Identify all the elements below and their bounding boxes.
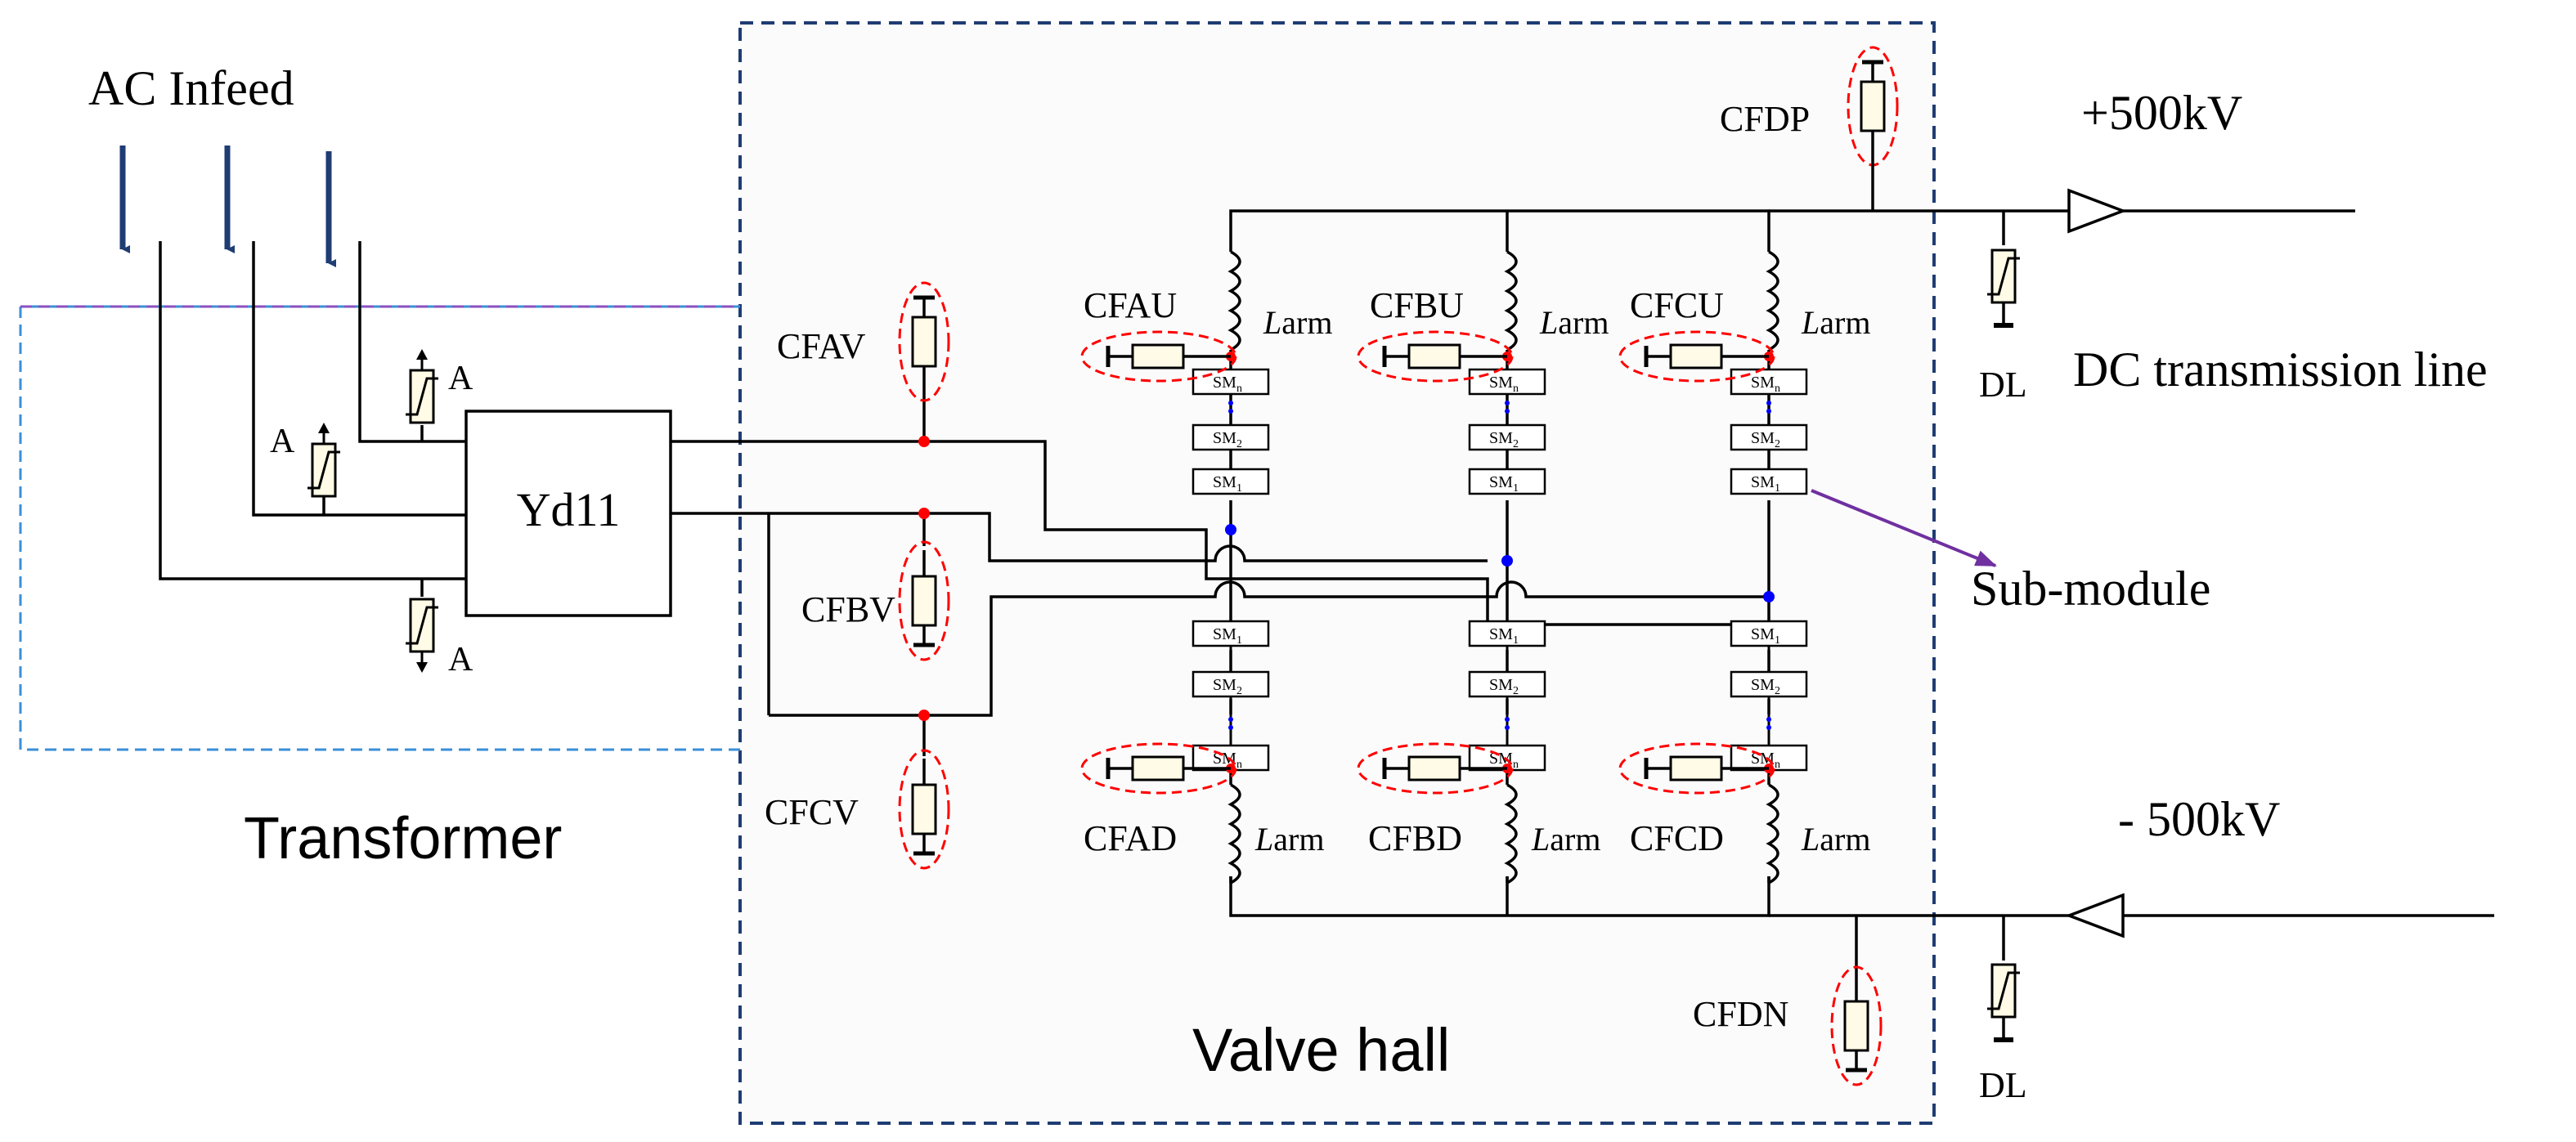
- fault-cfdp[interactable]: [1847, 46, 1899, 168]
- submodule-box-label: SM1: [1489, 625, 1519, 647]
- larm-label-bd: Larm: [1531, 821, 1600, 858]
- dc-buses: [1229, 168, 2494, 977]
- submodule-box-label: SM1: [1751, 625, 1780, 647]
- neg-line-marker: [2065, 893, 2125, 938]
- ac-wires: [159, 241, 466, 597]
- pos-line-marker: [2067, 188, 2127, 234]
- submodule-box-label: SM2: [1213, 676, 1242, 697]
- arrester-a-1: [406, 349, 438, 424]
- transformer-label: Transformer: [244, 806, 562, 871]
- arrester-dl-pos: [1987, 249, 2020, 328]
- submodule-box: SM1: [1192, 468, 1270, 495]
- submodule-box-label: SMn: [1489, 374, 1519, 395]
- fault-cfdn[interactable]: [1830, 965, 1883, 1086]
- submodule-box: SMn: [1730, 368, 1808, 396]
- submodule-box: SM2: [1192, 423, 1270, 451]
- larm-labels: Larm Larm Larm Larm Larm Larm: [1254, 304, 1870, 858]
- submodule-box-label: SM2: [1489, 676, 1519, 697]
- fault-cfbv-label: CFBV: [801, 589, 895, 629]
- arm-faults: [1080, 330, 1775, 795]
- pos-voltage-label: +500kV: [2081, 86, 2242, 140]
- fault-cfcu-label: CFCU: [1630, 285, 1724, 325]
- fault-cfbd[interactable]: [1357, 742, 1514, 795]
- submodule-box: SM2: [1192, 670, 1270, 698]
- fault-cfcv[interactable]: [898, 749, 950, 870]
- fault-cfbu[interactable]: [1357, 330, 1514, 383]
- fault-cfcv-label: CFCV: [765, 792, 859, 832]
- arrester-a-1-label: A: [448, 360, 473, 397]
- valve-hall-label: Valve hall: [1192, 1016, 1450, 1084]
- submodules: SMnSM2SM1SM1SM2SMnSMnSM2SM1SM1SM2SMnSMnS…: [1192, 368, 1808, 772]
- fault-cfau[interactable]: [1080, 330, 1237, 383]
- fault-cfbu-label: CFBU: [1370, 285, 1464, 325]
- submodule-box: SM1: [1730, 468, 1808, 495]
- submodule-box-label: SM1: [1751, 473, 1780, 495]
- submodule-box: SM2: [1468, 423, 1546, 451]
- fault-cfad[interactable]: [1080, 742, 1237, 795]
- submodule-box: SM1: [1468, 468, 1546, 495]
- larm-label-ad: Larm: [1254, 821, 1324, 858]
- submodule-box: SM2: [1730, 423, 1808, 451]
- fault-cfcd-label: CFCD: [1630, 818, 1724, 858]
- fault-cfau-label: CFAU: [1084, 285, 1177, 325]
- fault-cfav-label: CFAV: [777, 326, 866, 366]
- submodule-box-label: SM1: [1489, 473, 1519, 495]
- larm-label-cd: Larm: [1801, 821, 1870, 858]
- neg-voltage-label: - 500kV: [2118, 792, 2280, 846]
- submodule-box: SM2: [1468, 670, 1546, 698]
- ac-infeed-label: AC Infeed: [88, 61, 294, 115]
- valve-hall-box: [738, 21, 1936, 1125]
- submodule-box-label: SM2: [1751, 676, 1780, 697]
- larm-label-au: Larm: [1263, 304, 1332, 341]
- fault-cfdp-label: CFDP: [1720, 99, 1810, 139]
- arrester-a-2-label: A: [270, 423, 295, 460]
- arrester-dl-pos-label: DL: [1979, 365, 2027, 405]
- fault-cfad-label: CFAD: [1084, 818, 1177, 858]
- submodule-box: SMn: [1192, 368, 1270, 396]
- arrester-dl-neg: [1987, 963, 2020, 1042]
- submodule-box: SM1: [1192, 620, 1270, 647]
- arrester-a-3: [406, 598, 438, 673]
- submodule-box-label: SM1: [1213, 473, 1242, 495]
- larm-label-bu: Larm: [1539, 304, 1609, 341]
- ac-infeed-arrows: [119, 146, 336, 267]
- dc-line-label: DC transmission line: [2073, 343, 2488, 396]
- arrester-dl-neg-label: DL: [1979, 1065, 2027, 1105]
- submodule-box: SM1: [1468, 620, 1546, 647]
- transformer-name: Yd11: [517, 483, 621, 536]
- fault-cfcu[interactable]: [1618, 330, 1775, 383]
- submodule-box: SM2: [1730, 670, 1808, 698]
- arrester-a-3-label: A: [448, 641, 473, 678]
- submodule-pointer: [1811, 489, 1997, 567]
- submodule-box-label: SMn: [1213, 374, 1242, 395]
- larm-label-cu: Larm: [1801, 304, 1870, 341]
- submodule-box-label: SM2: [1751, 429, 1780, 450]
- submodule-box-label: SM2: [1489, 429, 1519, 450]
- submodule-box-label: SM2: [1213, 429, 1242, 450]
- submodule-box-label: SMn: [1751, 374, 1780, 395]
- fault-cfcd[interactable]: [1618, 742, 1775, 795]
- submodule-box: SM1: [1730, 620, 1808, 647]
- arrester-a-2: [307, 423, 340, 498]
- submodule-label: Sub-module: [1971, 562, 2210, 616]
- sm-ellipsis-dots: [1228, 401, 1771, 730]
- submodule-box-label: SM1: [1213, 625, 1242, 647]
- fault-cfdn-label: CFDN: [1693, 994, 1788, 1034]
- fault-cfav[interactable]: [898, 281, 950, 402]
- fault-cfbd-label: CFBD: [1368, 818, 1462, 858]
- submodule-box: SMn: [1468, 368, 1546, 396]
- transformer-block: [464, 410, 672, 617]
- fault-cfbv[interactable]: [898, 540, 950, 661]
